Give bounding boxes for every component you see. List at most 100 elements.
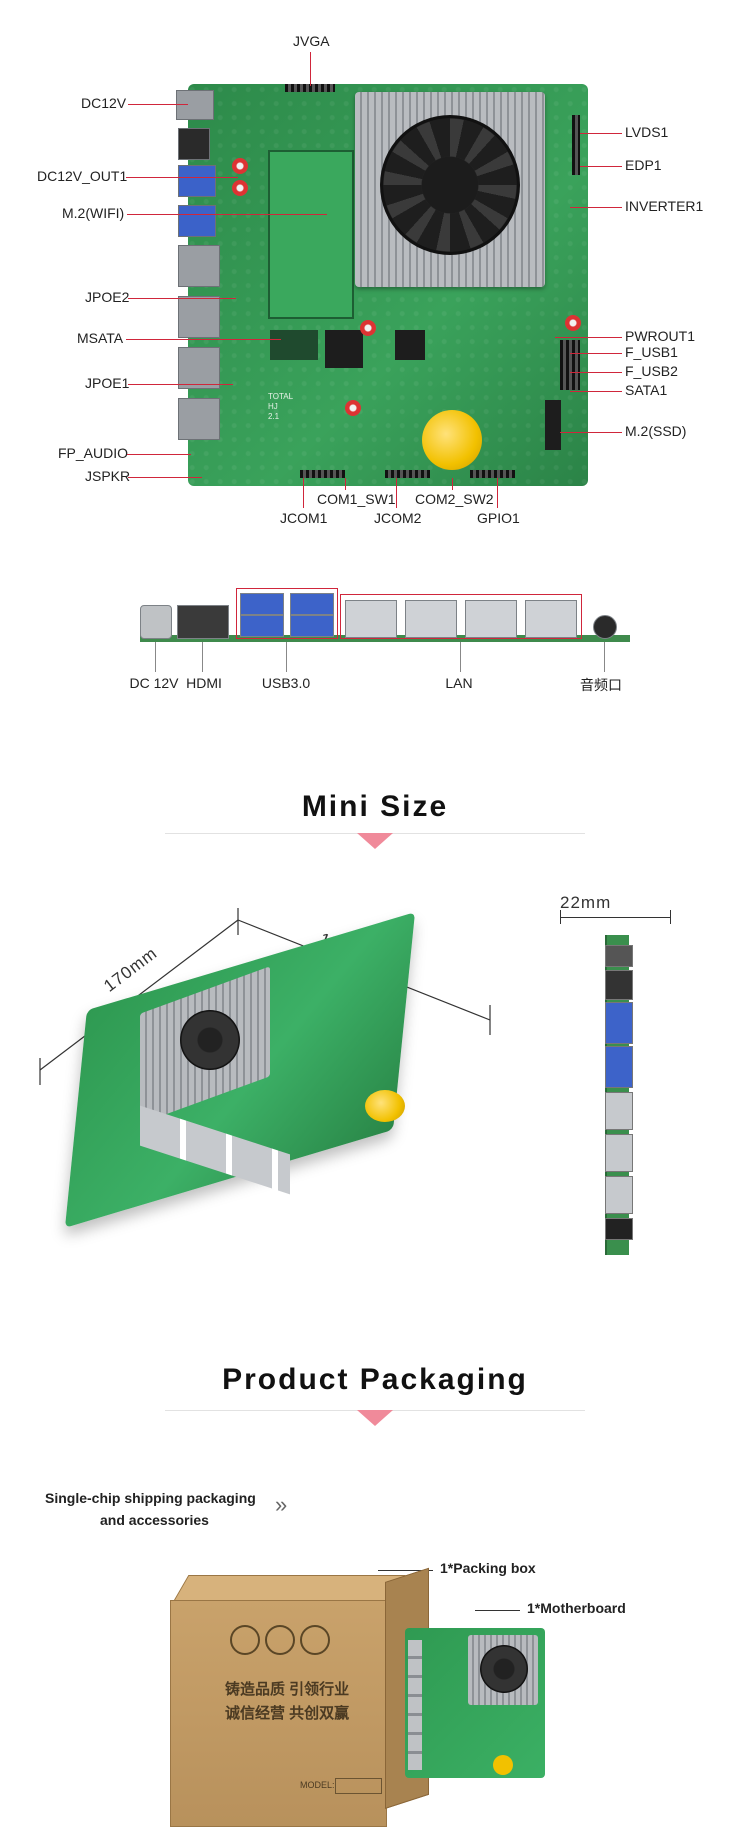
label-sata1: SATA1 (625, 382, 668, 398)
label-com1-sw1: COM1_SW1 (317, 491, 396, 507)
label-jvga: JVGA (293, 33, 330, 49)
leader-board (475, 1610, 520, 1611)
dim-height-label: 22mm (560, 893, 612, 912)
iso-fan-icon (180, 1010, 240, 1070)
leader-jcom1 (303, 478, 304, 508)
label-m2-ssd: M.2(SSD) (625, 423, 687, 439)
label-lan: LAN (445, 675, 473, 691)
label-f-usb2: F_USB2 (625, 363, 678, 379)
label-com2-sw2: COM2_SW2 (415, 491, 494, 507)
label-edp1: EDP1 (625, 157, 662, 173)
leader-m2-ssd (560, 432, 622, 433)
lan-port-icon (345, 600, 397, 638)
iso-battery (365, 1090, 405, 1122)
hdmi-port-icon (177, 605, 229, 639)
leader-hdmi (202, 642, 203, 672)
cmos-battery (422, 410, 482, 470)
label-audio: 音频口 (580, 677, 622, 693)
capacitor (232, 158, 248, 174)
jvga-header (285, 84, 335, 92)
gpio1-header (470, 470, 515, 478)
leader-lan (460, 642, 461, 672)
cpu-fan-icon (380, 115, 520, 255)
leader-jspkr (128, 477, 202, 478)
chip-1 (325, 330, 363, 368)
side-usb-port (605, 1046, 633, 1088)
leader-dc (155, 642, 156, 672)
label-lvds1: LVDS1 (625, 124, 669, 140)
packaged-fan-icon (480, 1645, 528, 1693)
label-jspkr: JSPKR (85, 468, 131, 484)
leader-inverter1 (570, 207, 622, 208)
lan-port-2 (178, 296, 220, 338)
label-gpio1: GPIO1 (477, 510, 520, 526)
item-packing-box: 1*Packing box (440, 1560, 536, 1576)
leader-jcom2 (396, 478, 397, 508)
label-hdmi: HDMI (186, 675, 222, 691)
lan-port-icon (405, 600, 457, 638)
side-lan-port (605, 1176, 633, 1214)
side-lan-port (605, 1092, 633, 1130)
packaged-io-ports (408, 1640, 422, 1770)
leader-f-usb1 (570, 353, 622, 354)
leader-box (378, 1570, 433, 1571)
box-logo-icon (300, 1625, 330, 1655)
jcom2-header (385, 470, 430, 478)
usb3-port-icon (290, 615, 334, 637)
label-jcom1: JCOM1 (280, 510, 328, 526)
usb-port-2 (178, 205, 216, 237)
hdmi-port (178, 128, 210, 160)
dc-jack-icon (140, 605, 172, 639)
leader-dc12v-out1 (126, 177, 238, 178)
m2-ssd-slot (545, 400, 561, 450)
side-usb-port (605, 1002, 633, 1044)
label-dc-12v: DC 12V (129, 675, 179, 691)
chevron-right-icon: » (275, 1492, 288, 1517)
leader-pwrout1 (555, 337, 622, 338)
lan-port-icon (525, 600, 577, 638)
usb3-port-icon (240, 615, 284, 637)
side-audio-port (605, 1218, 633, 1240)
leader-dc12v (128, 104, 188, 105)
leader-usb (286, 642, 287, 672)
lan-port-4 (178, 398, 220, 440)
leader-f-usb2 (570, 372, 622, 373)
title-triangle-icon (357, 833, 393, 849)
dc-jack-port (176, 90, 214, 120)
leader-audio (604, 642, 605, 672)
capacitor (565, 315, 581, 331)
leader-jpoe1 (128, 384, 233, 385)
lvds-header (572, 115, 580, 175)
side-hdmi-port (605, 970, 633, 1000)
label-jcom2: JCOM2 (374, 510, 422, 526)
side-dc-port (605, 945, 633, 967)
leader-com2-sw2 (452, 478, 453, 490)
leader-edp1 (580, 166, 622, 167)
side-lan-port (605, 1134, 633, 1172)
label-msata: MSATA (77, 330, 124, 346)
box-slogan-line2: 诚信经营 共创双赢 (225, 1705, 350, 1722)
label-fp-audio: FP_AUDIO (58, 445, 129, 461)
usb-sata-headers (560, 340, 580, 390)
usb3-port-icon (240, 593, 284, 615)
mini-size-title: Mini Size (301, 790, 449, 823)
label-inverter1: INVERTER1 (625, 198, 704, 214)
label-m2-wifi: M.2(WIFI) (62, 205, 125, 221)
usb3-highlight (236, 588, 338, 639)
box-logo-icon (230, 1625, 260, 1655)
box-model-label: MODEL: (300, 1780, 335, 1790)
label-jpoe1: JPOE1 (85, 375, 130, 391)
jcom1-header (300, 470, 345, 478)
lan-port-icon (465, 600, 517, 638)
leader-gpio1 (497, 478, 498, 508)
packaging-intro-line1: Single-chip shipping packaging (45, 1490, 256, 1506)
capacitor (345, 400, 361, 416)
packaged-battery (493, 1755, 513, 1775)
capacitor (360, 320, 376, 336)
lan-port-1 (178, 245, 220, 287)
lan-port-3 (178, 347, 220, 389)
usb3-port-icon (290, 593, 334, 615)
item-motherboard: 1*Motherboard (527, 1600, 626, 1616)
m2-wifi-slot (268, 150, 354, 319)
